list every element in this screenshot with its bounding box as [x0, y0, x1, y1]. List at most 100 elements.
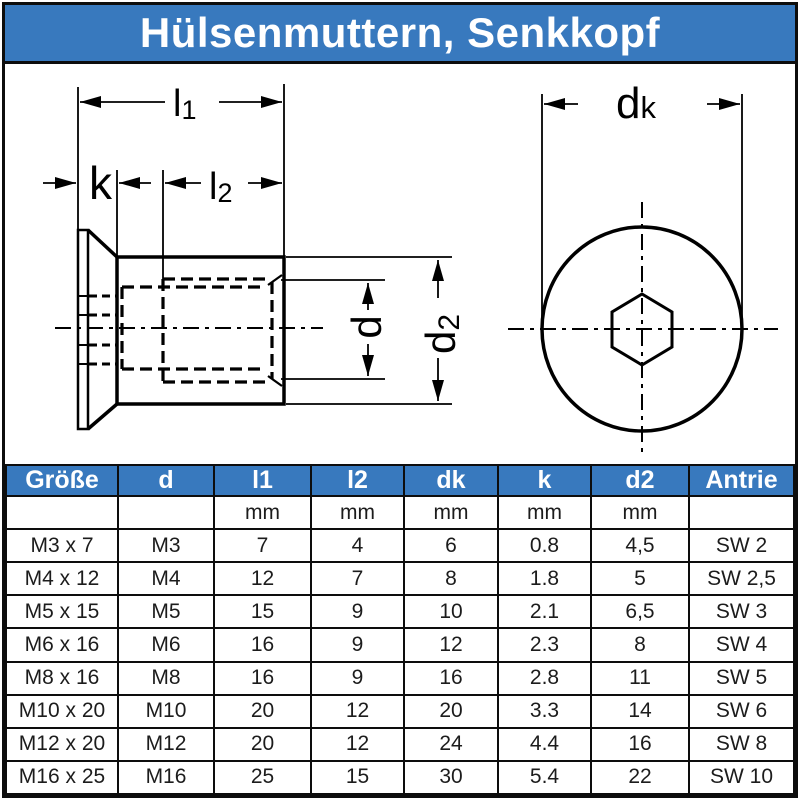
- unit-cell: [688, 495, 795, 530]
- table-cell: 1.8: [497, 561, 592, 597]
- table-cell: 12: [213, 561, 312, 597]
- table-cell: 16: [213, 660, 312, 696]
- label-d: d: [343, 315, 390, 338]
- table-cell: 20: [213, 693, 312, 729]
- table-cell: M5 x 15: [5, 594, 119, 630]
- table-cell: SW 6: [688, 693, 795, 729]
- col-header-groesse: Größe: [5, 464, 119, 497]
- table-cell: M12 x 20: [5, 726, 119, 762]
- table-cell: 5.4: [497, 759, 592, 796]
- label-l2: l2: [209, 166, 232, 208]
- table-cell: 24: [403, 726, 499, 762]
- col-header-antrieb: Antrie: [688, 464, 795, 497]
- label-l1: l1: [173, 83, 196, 125]
- table-cell: M6 x 16: [5, 627, 119, 663]
- table-cell: 25: [213, 759, 312, 796]
- table-cell: M16: [117, 759, 215, 796]
- table-cell: 16: [213, 627, 312, 663]
- table-cell: 5: [590, 561, 690, 597]
- unit-row: mm mm mm mm mm: [5, 495, 795, 530]
- table-cell: 30: [403, 759, 499, 796]
- unit-cell: [117, 495, 215, 530]
- table-cell: SW 2,5: [688, 561, 795, 597]
- table-cell: M3: [117, 527, 215, 564]
- col-header-l2: l2: [310, 464, 405, 497]
- table-cell: 6,5: [590, 594, 690, 630]
- table-cell: 15: [310, 759, 405, 796]
- table-cell: M12: [117, 726, 215, 762]
- table-cell: 16: [403, 660, 499, 696]
- table-cell: SW 8: [688, 726, 795, 762]
- table-cell: 6: [403, 527, 499, 564]
- table-cell: 8: [590, 627, 690, 663]
- table-cell: M10 x 20: [5, 693, 119, 729]
- table-cell: M6: [117, 627, 215, 663]
- col-header-dk: dk: [403, 464, 499, 497]
- unit-cell: mm: [497, 495, 592, 530]
- col-header-k: k: [497, 464, 592, 497]
- table-cell: 20: [213, 726, 312, 762]
- table-cell: M4: [117, 561, 215, 597]
- table-cell: 8: [403, 561, 499, 597]
- title-bar: Hülsenmuttern, Senkkopf: [5, 5, 795, 64]
- unit-cell: mm: [403, 495, 499, 530]
- unit-cell: mm: [590, 495, 690, 530]
- table-cell: 12: [310, 693, 405, 729]
- col-header-d: d: [117, 464, 215, 497]
- table-cell: 2.8: [497, 660, 592, 696]
- table-cell: 9: [310, 660, 405, 696]
- table-cell: SW 3: [688, 594, 795, 630]
- table-cell: M8: [117, 660, 215, 696]
- unit-cell: mm: [213, 495, 312, 530]
- table-header-row: Größe d l1 l2 dk k d2 Antrie: [5, 464, 795, 497]
- side-view-dimension-labels: l1 k l2 d d2: [89, 83, 466, 354]
- table-cell: SW 4: [688, 627, 795, 663]
- table-cell: 10: [403, 594, 499, 630]
- col-header-d2: d2: [590, 464, 690, 497]
- front-view: [540, 94, 744, 433]
- table-cell: 9: [310, 594, 405, 630]
- centerlines: [55, 202, 778, 456]
- table-cell: M16 x 25: [5, 759, 119, 796]
- table-cell: SW 5: [688, 660, 795, 696]
- table-cell: SW 10: [688, 759, 795, 796]
- table-cell: M8 x 16: [5, 660, 119, 696]
- hex-socket: [610, 292, 674, 367]
- page-title: Hülsenmuttern, Senkkopf: [139, 9, 661, 56]
- table-cell: 4.4: [497, 726, 592, 762]
- dimensions-table-wrap: Größe d l1 l2 dk k d2 Antrie mm mm mm mm: [5, 464, 795, 796]
- label-d2: d2: [417, 314, 466, 354]
- table-cell: 14: [590, 693, 690, 729]
- technical-drawing: l1 k l2 d d2 d k: [43, 79, 778, 456]
- table-cell: 16: [590, 726, 690, 762]
- table-cell: 11: [590, 660, 690, 696]
- table-cell: M5: [117, 594, 215, 630]
- table-cell: 4,5: [590, 527, 690, 564]
- table-cell: M10: [117, 693, 215, 729]
- table-cell: 7: [213, 527, 312, 564]
- table-cell: 12: [310, 726, 405, 762]
- table-cell: 0.8: [497, 527, 592, 564]
- col-header-l1: l1: [213, 464, 312, 497]
- dimensions-table: Größe d l1 l2 dk k d2 Antrie mm mm mm mm: [5, 464, 795, 796]
- label-k: k: [89, 157, 113, 209]
- table-cell: 15: [213, 594, 312, 630]
- table-cell: 3.3: [497, 693, 592, 729]
- unit-cell: mm: [310, 495, 405, 530]
- table-cell: M3 x 7: [5, 527, 119, 564]
- table-cell: 2.1: [497, 594, 592, 630]
- table-cell: SW 2: [688, 527, 795, 564]
- table-cell: 20: [403, 693, 499, 729]
- unit-cell: [5, 495, 119, 530]
- side-view-nut-outline: [76, 228, 286, 431]
- table-cell: 7: [310, 561, 405, 597]
